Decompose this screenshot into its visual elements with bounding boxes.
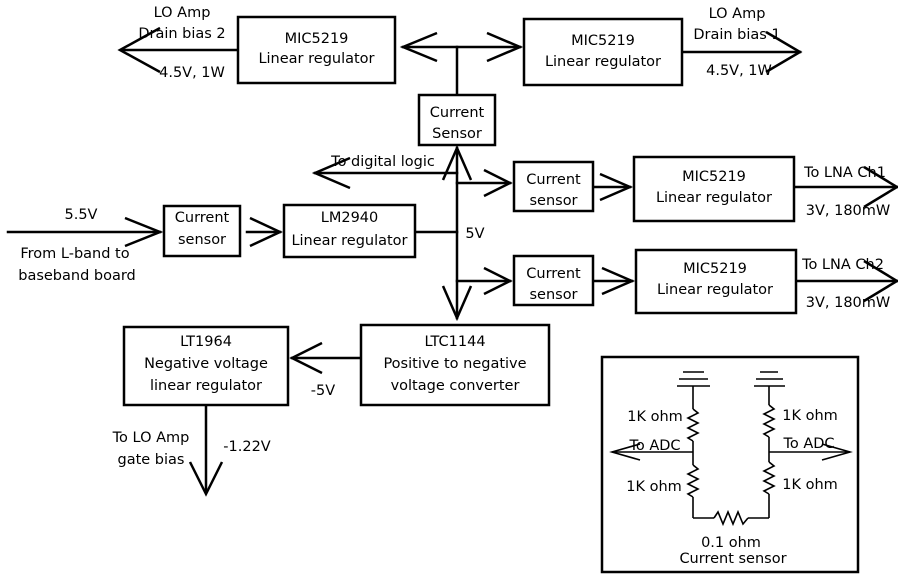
current-sensor-input-block: Current sensor: [162, 204, 242, 258]
input-source-line1: From L-band to: [20, 246, 129, 262]
resistor-top-left-icon: [686, 408, 700, 442]
mic-ch2-name: MIC5219: [683, 261, 747, 277]
inset-r-bottom-right: 1K ohm: [782, 477, 838, 493]
inset-adc-left: To ADC: [628, 438, 680, 454]
gate-voltage-label: -1.22V: [223, 439, 271, 455]
inset-r-sense: 0.1 ohm: [701, 535, 761, 551]
lm2940-desc: Linear regulator: [291, 233, 407, 249]
lm2940-block: LM2940 Linear regulator: [282, 203, 417, 259]
gate-bias-line1: To LO Amp: [112, 430, 190, 446]
neg-5v-label: -5V: [311, 383, 335, 399]
mic-top-left-block: MIC5219 Linear regulator: [236, 15, 397, 85]
lo-drain1-line1: LO Amp: [709, 6, 766, 22]
ltc1144-desc1: Positive to negative: [383, 356, 526, 372]
current-sensor-ch1-line2: sensor: [529, 193, 577, 209]
resistor-top-right-icon: [762, 404, 776, 438]
current-sensor-ch2-line1: Current: [526, 266, 581, 282]
inset-r-top-right: 1K ohm: [782, 408, 838, 424]
input-source-line2: baseband board: [18, 268, 136, 284]
lt1964-name: LT1964: [180, 334, 232, 350]
current-sensor-input-line2: sensor: [178, 232, 226, 248]
resistor-sense-icon: [713, 509, 749, 527]
current-sensor-inset: 1K ohm 1K ohm To ADC To ADC 1K ohm 1K oh…: [600, 355, 860, 574]
wires: [6, 45, 898, 494]
mic-top-right-block: MIC5219 Linear regulator: [522, 17, 684, 87]
lna-ch1-label: To LNA Ch1: [803, 165, 886, 181]
inset-r-top-left: 1K ohm: [627, 409, 683, 425]
mic-ch2-desc: Linear regulator: [657, 282, 773, 298]
rail-5v-label: 5V: [465, 226, 484, 242]
ltc1144-block: LTC1144 Positive to negative voltage con…: [359, 323, 551, 407]
mic-ch1-name: MIC5219: [682, 169, 746, 185]
lo-drain2-line1: LO Amp: [154, 5, 211, 21]
inset-caption: Current sensor: [679, 551, 786, 567]
current-sensor-ch2-block: Current sensor: [512, 254, 595, 307]
adc-left-arrow-icon: [609, 443, 641, 461]
ltc1144-name: LTC1144: [424, 334, 485, 350]
arrow-heads: [117, 26, 898, 497]
lo-drain1-power: 4.5V, 1W: [706, 63, 772, 79]
adc-right-arrow-icon: [821, 443, 853, 461]
current-sensor-ch1-block: Current sensor: [512, 160, 595, 213]
current-sensor-input-line1: Current: [175, 210, 230, 226]
lt1964-desc2: linear regulator: [150, 378, 262, 394]
current-sensor-ch2-line2: sensor: [529, 287, 577, 303]
mic-top-right-desc: Linear regulator: [545, 54, 661, 70]
lt1964-block: LT1964 Negative voltage linear regulator: [122, 325, 290, 407]
lm2940-name: LM2940: [321, 210, 379, 226]
lo-drain2-power: 4.5V, 1W: [159, 65, 225, 81]
mic-ch2-block: MIC5219 Linear regulator: [634, 248, 798, 315]
current-sensor-ch1-line1: Current: [526, 172, 581, 188]
resistor-bottom-right-icon: [762, 461, 776, 495]
input-voltage-label: 5.5V: [65, 207, 98, 223]
mic-top-left-name: MIC5219: [285, 31, 349, 47]
inset-adc-right: To ADC: [782, 436, 834, 452]
gate-bias-line2: gate bias: [118, 452, 185, 468]
mic-ch1-block: MIC5219 Linear regulator: [632, 155, 796, 223]
lt1964-desc1: Negative voltage: [144, 356, 268, 372]
ltc1144-desc2: voltage converter: [391, 378, 520, 394]
signal-labels: LO Amp Drain bias 2 4.5V, 1W LO Amp Drai…: [18, 5, 890, 468]
lna-ch2-power: 3V, 180mW: [806, 295, 891, 311]
lo-drain1-line2: Drain bias 1: [693, 27, 780, 43]
inset-r-bottom-left: 1K ohm: [626, 479, 682, 495]
current-sensor-top-line2: Sensor: [432, 126, 482, 142]
current-sensor-top-line1: Current: [430, 105, 485, 121]
mic-top-right-name: MIC5219: [571, 33, 635, 49]
lna-ch1-power: 3V, 180mW: [806, 203, 891, 219]
current-sensor-top-block: Current Sensor: [417, 93, 497, 147]
resistor-bottom-left-icon: [686, 464, 700, 498]
mic-top-left-desc: Linear regulator: [258, 51, 374, 67]
digital-logic-label: To digital logic: [330, 154, 435, 170]
lo-drain2-line2: Drain bias 2: [138, 26, 225, 42]
inset-frame: [600, 355, 860, 574]
mic-ch1-desc: Linear regulator: [656, 190, 772, 206]
lna-ch2-label: To LNA Ch2: [801, 257, 884, 273]
